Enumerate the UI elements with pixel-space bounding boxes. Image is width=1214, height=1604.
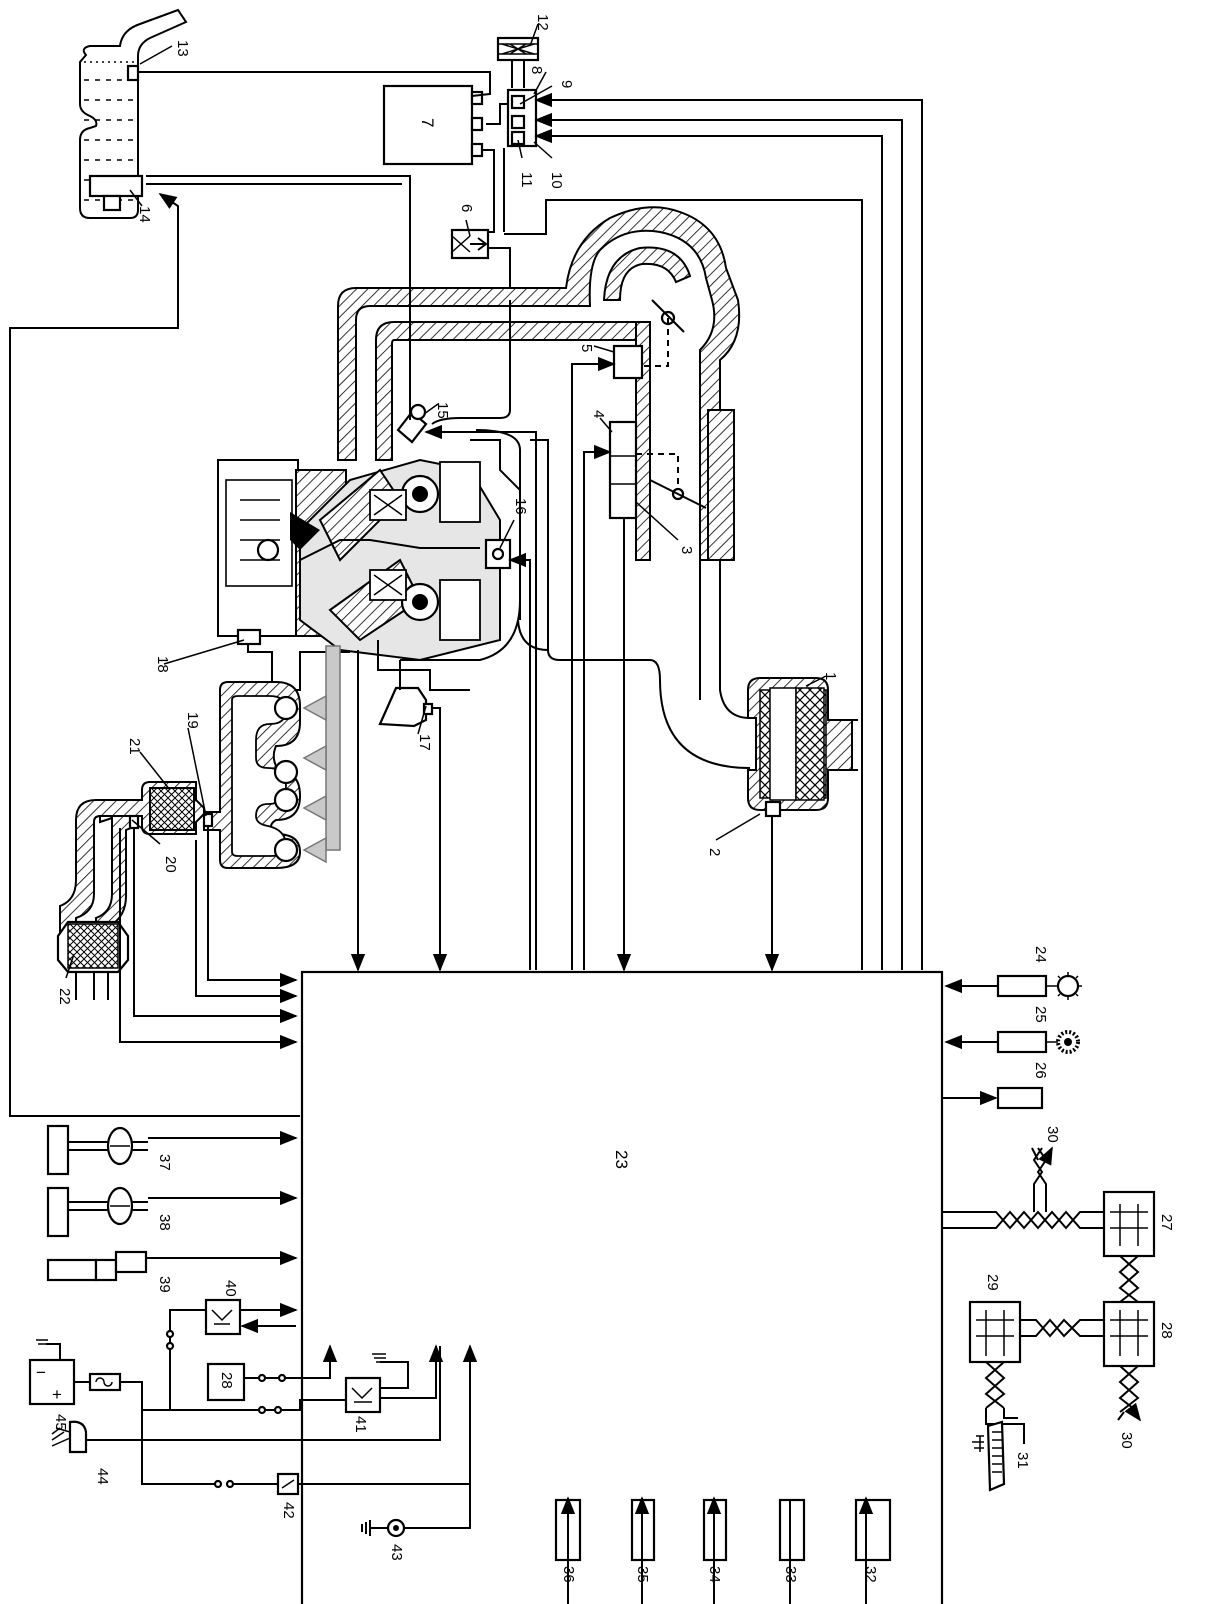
- label-40: 40: [222, 1280, 239, 1297]
- tank-vent-valve: [126, 64, 140, 82]
- label-31: 31: [1014, 1452, 1031, 1469]
- sensor-24: [996, 974, 1048, 998]
- component-44: [68, 1420, 88, 1454]
- fuel-tank: [79, 8, 188, 219]
- module-27: [1102, 1190, 1156, 1258]
- label-29: 29: [984, 1274, 1001, 1291]
- label-41: 41: [352, 1416, 369, 1433]
- label-23: 23: [612, 1150, 631, 1169]
- label-21: 21: [126, 738, 143, 755]
- label-22: 22: [56, 988, 73, 1005]
- label-4: 4: [590, 410, 607, 418]
- component-37: [46, 1124, 148, 1176]
- knock-sensor-17: [378, 686, 428, 728]
- label-16: 16: [512, 498, 529, 515]
- label-44: 44: [94, 1468, 111, 1485]
- catalyst-22: [67, 923, 119, 969]
- label-42: 42: [280, 1502, 297, 1519]
- label-24: 24: [1032, 946, 1049, 963]
- label-18: 18: [154, 656, 171, 673]
- label-8: 8: [528, 66, 545, 74]
- label-32: 32: [862, 1566, 879, 1583]
- label-13: 13: [174, 40, 191, 57]
- label-30a: 30: [1044, 1126, 1061, 1143]
- label-11: 11: [518, 172, 535, 188]
- label-34: 34: [706, 1566, 723, 1583]
- sensor-18: [236, 628, 262, 646]
- module-29: [968, 1300, 1022, 1364]
- sensor-25: [996, 1030, 1048, 1054]
- label-26: 26: [1032, 1062, 1049, 1079]
- label-35: 35: [634, 1566, 651, 1583]
- label-25: 25: [1032, 1006, 1049, 1023]
- label-15: 15: [434, 402, 451, 419]
- label-17: 17: [416, 734, 433, 751]
- label-1: 1: [822, 672, 839, 680]
- sensor-3-4: [608, 420, 638, 520]
- label-39: 39: [156, 1276, 173, 1293]
- label-7: 7: [418, 118, 437, 127]
- battery-minus: −: [36, 1363, 46, 1382]
- actuator-26: [996, 1086, 1044, 1110]
- label-5: 5: [578, 344, 595, 352]
- label-layer: 1 2 3 4 5 6 7 8 9 10 11 12 13 14 15 16 1…: [52, 14, 1175, 1583]
- label-43: 43: [388, 1544, 405, 1561]
- sensor-5: [612, 344, 644, 380]
- label-36: 36: [560, 1566, 577, 1583]
- label-12: 12: [534, 14, 551, 31]
- label-20: 20: [162, 856, 179, 873]
- sensor-2: [764, 800, 782, 818]
- module-28-bus: [1102, 1300, 1156, 1368]
- label-38: 38: [156, 1214, 173, 1231]
- component-38: [46, 1186, 148, 1238]
- label-28: 28: [218, 1372, 235, 1389]
- ecu-23: [300, 970, 944, 1604]
- label-33: 33: [782, 1566, 799, 1583]
- label-45: 45: [52, 1414, 69, 1431]
- label-2: 2: [706, 848, 723, 856]
- engine-section: [217, 429, 521, 691]
- charcoal-canister: [382, 84, 474, 166]
- fuse-28: [206, 1362, 246, 1402]
- label-27: 27: [1158, 1214, 1175, 1231]
- label-6: 6: [458, 204, 475, 212]
- label-9: 9: [558, 80, 575, 88]
- label-3: 3: [678, 546, 695, 554]
- relay-40: [204, 1298, 242, 1336]
- label-30b: 30: [1118, 1432, 1135, 1449]
- component-32: [854, 1498, 892, 1562]
- component-33: [778, 1498, 806, 1562]
- label-19: 19: [184, 712, 201, 729]
- label-37: 37: [156, 1154, 173, 1171]
- label-10: 10: [548, 172, 565, 189]
- component-39: [46, 1250, 148, 1282]
- label-14: 14: [136, 206, 153, 223]
- relay-41: [344, 1376, 382, 1414]
- label-28b: 28: [1158, 1322, 1175, 1339]
- battery-plus: +: [52, 1385, 62, 1404]
- catalyst-21: [149, 787, 195, 831]
